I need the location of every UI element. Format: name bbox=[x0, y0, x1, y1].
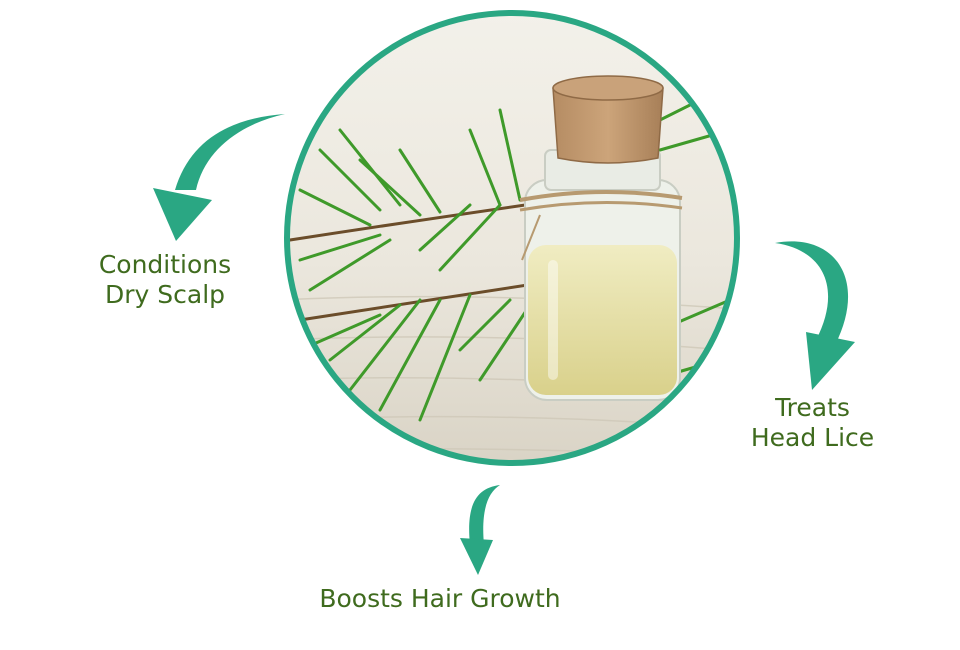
benefit-label-conditions-dry-scalp: Conditions Dry Scalp bbox=[60, 250, 270, 310]
benefit-label-line: Dry Scalp bbox=[104, 280, 226, 309]
benefit-label-boosts-hair-growth: Boosts Hair Growth bbox=[290, 584, 590, 614]
benefit-label-line: Head Lice bbox=[750, 423, 875, 452]
curved-arrow-icon bbox=[153, 114, 285, 241]
benefit-label-treats-head-lice: Treats Head Lice bbox=[720, 393, 905, 453]
oil-bottle-icon bbox=[519, 75, 683, 401]
tea-tree-oil-photo bbox=[287, 13, 737, 463]
benefit-label-line: Conditions bbox=[98, 250, 232, 279]
curved-arrow-icon bbox=[775, 241, 855, 390]
benefit-label-line: Boosts Hair Growth bbox=[319, 584, 561, 613]
tea-tree-leaves-icon bbox=[288, 98, 737, 422]
benefit-label-line: Treats bbox=[775, 393, 850, 422]
circle-frame bbox=[284, 10, 740, 466]
curved-arrow-icon bbox=[460, 485, 500, 575]
